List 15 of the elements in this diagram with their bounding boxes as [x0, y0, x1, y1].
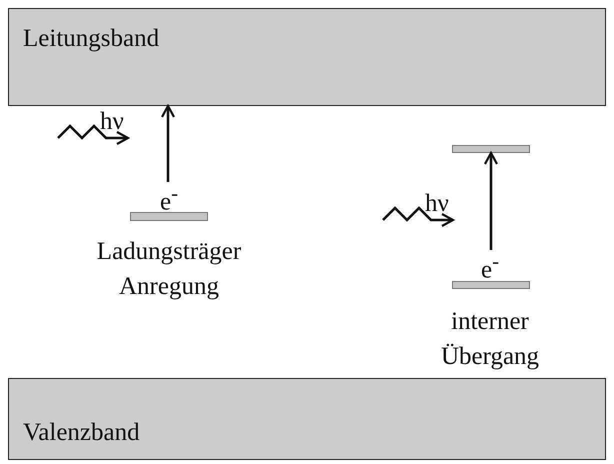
band-label: Leitungsband [23, 24, 160, 54]
level-caption: interner Übergang [440, 307, 540, 372]
level-caption: Ladungsträger Anregung [96, 237, 242, 302]
valence-band [8, 378, 606, 460]
conduction-band [8, 8, 606, 106]
electron-label: e$^{-}$ [158, 180, 180, 218]
arrow [484, 152, 498, 250]
photon-label: hν [425, 189, 449, 219]
energy-level-bar [452, 145, 530, 153]
band-label: Valenzband [23, 418, 140, 448]
energy-level-bar [452, 281, 530, 289]
electron-label: e$^{-}$ [480, 248, 500, 286]
energy-level-bar [130, 212, 208, 221]
photon-label: hν [100, 107, 124, 137]
arrow [160, 104, 176, 182]
